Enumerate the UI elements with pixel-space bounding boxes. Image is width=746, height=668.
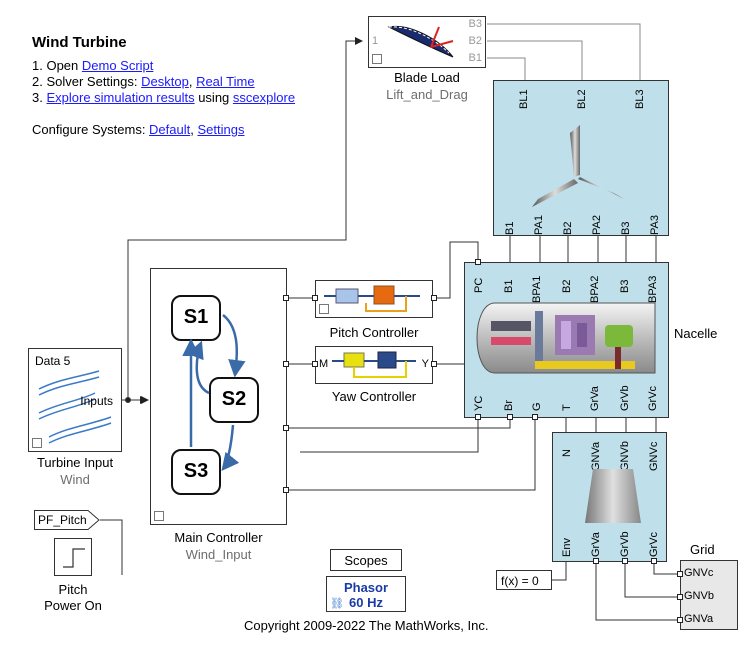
main-controller-label: Main Controller [174,530,263,545]
nacelle-label: Nacelle [674,326,718,341]
pitch-controller-block[interactable] [315,280,433,318]
main-controller-sublabel: Wind_Input [185,547,252,562]
turbine-blades-icon [532,125,624,207]
default-config-link[interactable]: Default [149,122,191,137]
blade-load-block[interactable]: 1 B3 B2 B1 [368,16,486,68]
wind-data-icon [38,370,112,444]
nacelle-drivetrain-icon [476,302,656,374]
yaw-controller-label: Yaw Controller [331,389,417,404]
sscexplore-link[interactable]: sscexplore [232,90,296,105]
state-s3[interactable]: S3 [171,449,221,495]
scopes-button[interactable]: Scopes [330,549,402,571]
explore-results-link[interactable]: Explore simulation results [46,90,195,105]
airfoil-icon [387,25,454,58]
yaw-controller-block[interactable]: M Y [315,346,433,384]
pf-pitch-goto-tag[interactable]: PF_Pitch [34,510,100,530]
transformer-icon [585,469,641,523]
nacelle-block[interactable]: PC B1 BPA1 B2 BPA2 B3 BPA3 YC Br G T GrV… [464,262,669,418]
grid-label: Grid [690,542,715,557]
step-icon [63,548,85,568]
configure-systems: Configure Systems: Default, Settings [32,122,245,137]
settings-config-link[interactable]: Settings [197,122,245,137]
turbine-input-block[interactable]: Data 5 Inputs [28,348,122,452]
step-explore: 3. Explore simulation results using ssce… [32,90,296,105]
model-title: Wind Turbine [32,34,127,51]
turbine-input-label: Turbine Input [36,455,114,470]
copyright-text: Copyright 2009-2022 The MathWorks, Inc. [244,618,489,633]
demo-script-link[interactable]: Demo Script [81,58,154,73]
state-transition-arrows [182,314,246,471]
pitch-control-diagram-icon [324,285,420,312]
yaw-control-diagram-icon [332,351,416,378]
step-open-demo: 1. Open Demo Script [32,58,154,73]
rotor-block[interactable]: BL1 BL2 BL3 B1 PA1 B2 PA2 B3 PA3 [493,80,669,236]
blade-load-sublabel: Lift_and_Drag [386,87,468,102]
solver-configuration-block[interactable]: f(x) = 0 [496,570,552,590]
main-controller-block[interactable]: S1 S2 S3 [150,268,287,525]
real-time-link[interactable]: Real Time [196,74,255,89]
pitch-controller-label: Pitch Controller [329,325,419,340]
state-s1[interactable]: S1 [171,295,221,341]
blade-load-label: Blade Load [394,70,460,85]
state-s2[interactable]: S2 [209,377,259,423]
grid-block[interactable]: GNVc GNVb GNVa [680,560,738,630]
link-icon: ⛓ [330,598,344,610]
pitch-power-label: Pitch Power On [44,582,102,613]
turbine-input-sublabel: Wind [60,472,90,487]
desktop-link[interactable]: Desktop [141,74,189,89]
step-solver-settings: 2. Solver Settings: Desktop, Real Time [32,74,255,89]
generator-block[interactable]: N GNVa GNVb GNVc Env GrVa GrVb GrVc [552,432,667,562]
powergui-phasor-block[interactable]: Phasor 60 Hz ⛓ [326,576,406,612]
pitch-power-step-block[interactable] [54,538,92,576]
subsystem-icon [372,54,382,64]
